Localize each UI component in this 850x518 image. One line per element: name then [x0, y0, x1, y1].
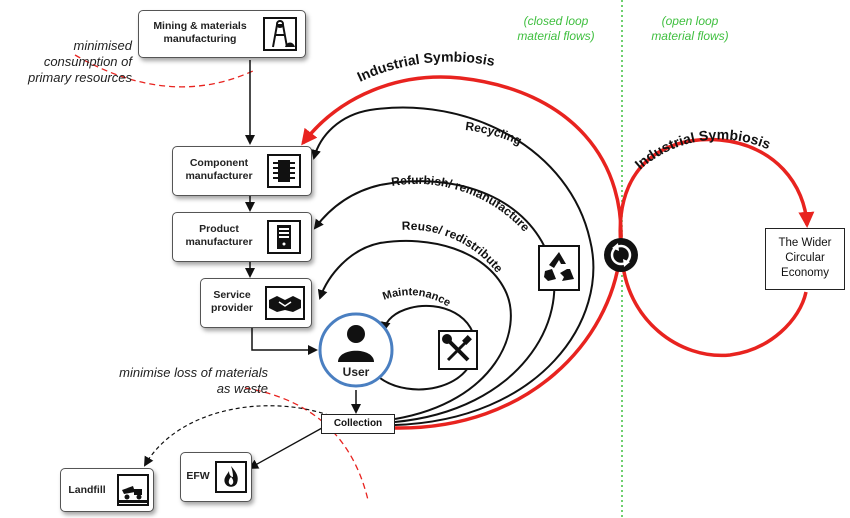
efw-box: EFW — [180, 452, 252, 502]
flame-icon — [215, 461, 247, 493]
person-icon — [338, 325, 374, 362]
open-loop-note: (open loop material flows) — [651, 14, 729, 43]
mine-headframe-icon — [263, 17, 297, 51]
symbiosis-open-loop — [618, 137, 815, 256]
efw-label: EFW — [186, 470, 210, 482]
recycle-icon — [538, 245, 580, 291]
service-box: Service provider — [200, 278, 312, 328]
recycling-label: Recycling — [465, 119, 524, 148]
product-label: Product manufacturer — [185, 223, 253, 248]
svg-text:Reuse/ redistribute: Reuse/ redistribute — [402, 219, 506, 276]
symbiosis-closed-loop — [301, 75, 623, 430]
recycling-loop — [311, 106, 595, 426]
collection-box: Collection — [321, 414, 395, 434]
arrow-collection-to-efw — [248, 427, 323, 469]
svg-text:Recycling: Recycling — [465, 119, 524, 148]
service-label: Service provider — [210, 289, 253, 314]
landfill-box: Landfill — [60, 468, 154, 512]
mining-label: Mining & materials manufacturing — [153, 20, 247, 45]
landfill-label: Landfill — [68, 484, 106, 496]
mining-box: Mining & materials manufacturing — [138, 10, 306, 58]
refurbish-loop — [313, 180, 556, 423]
product-box: Product manufacturer — [172, 212, 312, 262]
closed-loop-note: (closed loop material flows) — [517, 14, 595, 43]
circular-arrows-icon — [604, 238, 638, 272]
microchip-icon — [267, 154, 301, 188]
computer-tower-icon — [267, 220, 301, 254]
loss-waste-note: minimise loss of materials as waste — [119, 365, 268, 396]
arrow-service-to-user — [251, 328, 318, 355]
primary-resources-boundary — [74, 54, 256, 88]
dump-truck-icon — [117, 474, 149, 506]
waste-boundary — [244, 387, 369, 501]
maintenance-loop — [379, 304, 477, 391]
wider-circular-economy-box: The Wider Circular Economy — [765, 228, 845, 290]
arrow-collection-to-landfill — [143, 405, 337, 467]
primary-resources-note: minimised consumption of primary resourc… — [27, 38, 132, 85]
wrench-screwdriver-icon — [438, 330, 478, 370]
reuse-loop — [317, 239, 512, 420]
symbiosis-open-loop-lower — [620, 254, 808, 358]
reuse-label: Reuse/ redistribute — [402, 219, 506, 276]
user-node — [318, 312, 394, 388]
handshake-icon — [265, 286, 305, 320]
component-box: Component manufacturer — [172, 146, 312, 196]
component-label: Component manufacturer — [185, 157, 253, 182]
user-label: User — [342, 365, 370, 379]
